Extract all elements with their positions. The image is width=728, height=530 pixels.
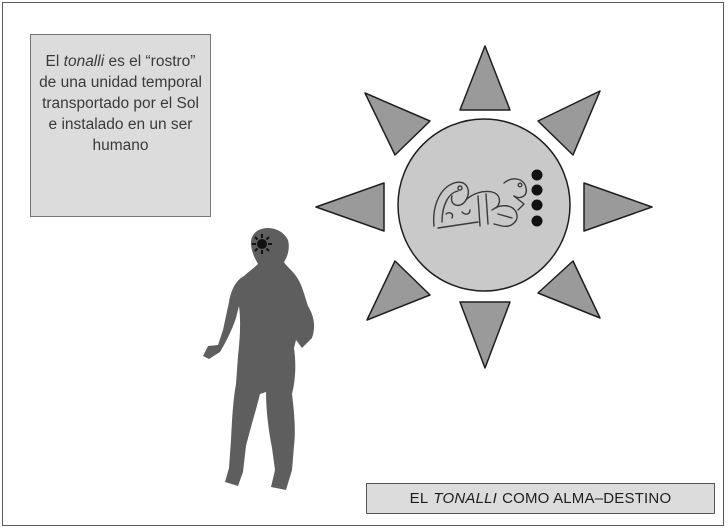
caption-emphasis-tonalli: TONALLI (433, 490, 497, 507)
sun-ray-bottom-left (367, 261, 430, 320)
small-sun-icon (252, 234, 272, 254)
sun-ray-right (584, 183, 652, 231)
count-dot-1 (532, 170, 543, 181)
count-dot-4 (532, 216, 543, 227)
caption-rest: COMO ALMA–DESTINO (502, 490, 671, 507)
sun-ray-bottom-right (538, 261, 600, 318)
sun-ray-top-right (538, 91, 600, 155)
human-silhouette-icon (203, 228, 314, 490)
sun-ray-top-left (365, 93, 430, 155)
count-dot-3 (532, 200, 543, 211)
sun-ray-left (316, 183, 384, 231)
sun-disc (398, 119, 570, 291)
count-dot-2 (532, 185, 543, 196)
sun-ray-bottom (460, 302, 510, 368)
sun-ray-top (460, 46, 510, 110)
caption-prefix: EL (410, 490, 429, 507)
